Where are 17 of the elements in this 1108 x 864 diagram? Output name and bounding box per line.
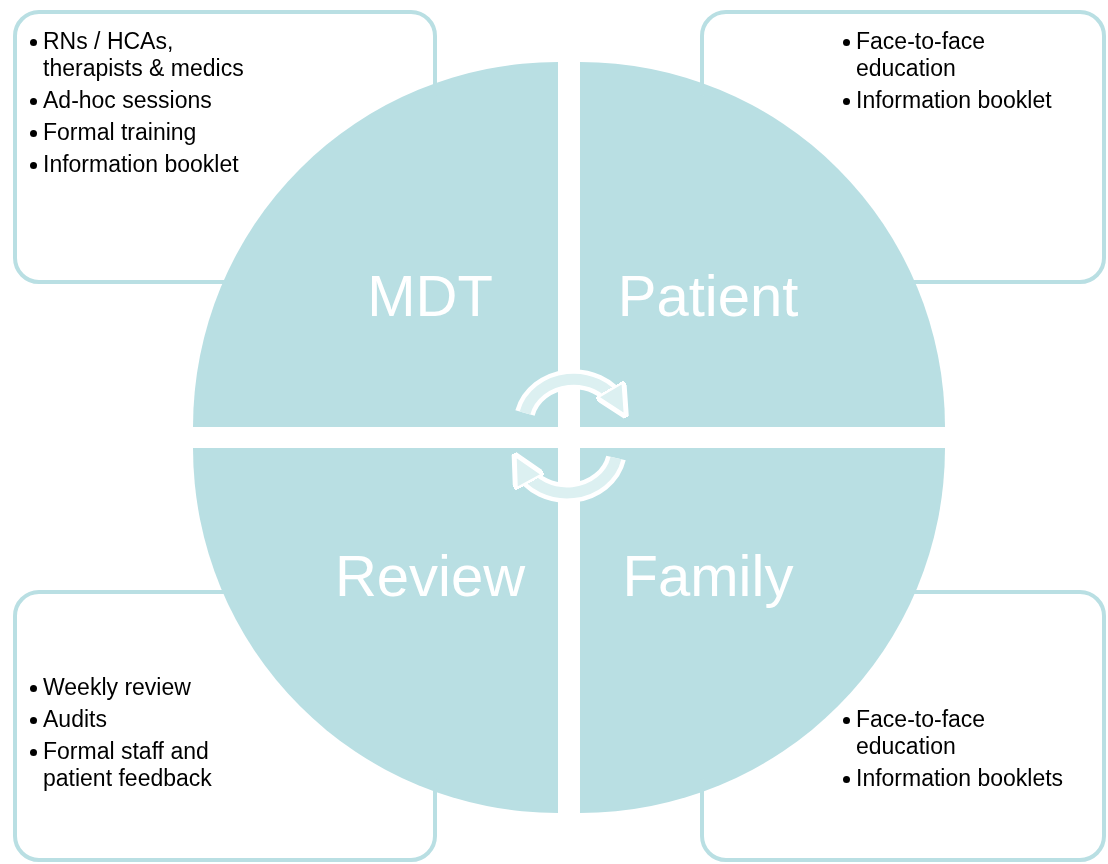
bullet-item: Formal staff and patient feedback — [43, 738, 213, 792]
quadrant-title: Patient — [617, 261, 799, 329]
bullet-item: Information booklet — [43, 151, 240, 178]
quadrant-title: MDT — [367, 261, 493, 329]
bullet-item: Information booklets — [856, 765, 1065, 792]
bullet-item: Face-to-face education — [856, 706, 987, 760]
cycle-arrow — [510, 451, 626, 503]
bullet-item: Weekly review — [43, 674, 192, 701]
bullet-item: Face-to-face education — [856, 28, 987, 82]
bullet-item: Ad-hoc sessions — [43, 87, 213, 114]
bullet-item: Information booklet — [856, 87, 1053, 114]
bullet-item: Formal training — [43, 119, 198, 146]
quadrant-title: Family — [622, 541, 794, 609]
bullet-item: RNs / HCAs, therapists & medics — [43, 28, 245, 82]
quadrant-title: Review — [334, 541, 526, 609]
cycle-arrow — [515, 369, 630, 420]
bullet-item: Audits — [43, 706, 108, 733]
